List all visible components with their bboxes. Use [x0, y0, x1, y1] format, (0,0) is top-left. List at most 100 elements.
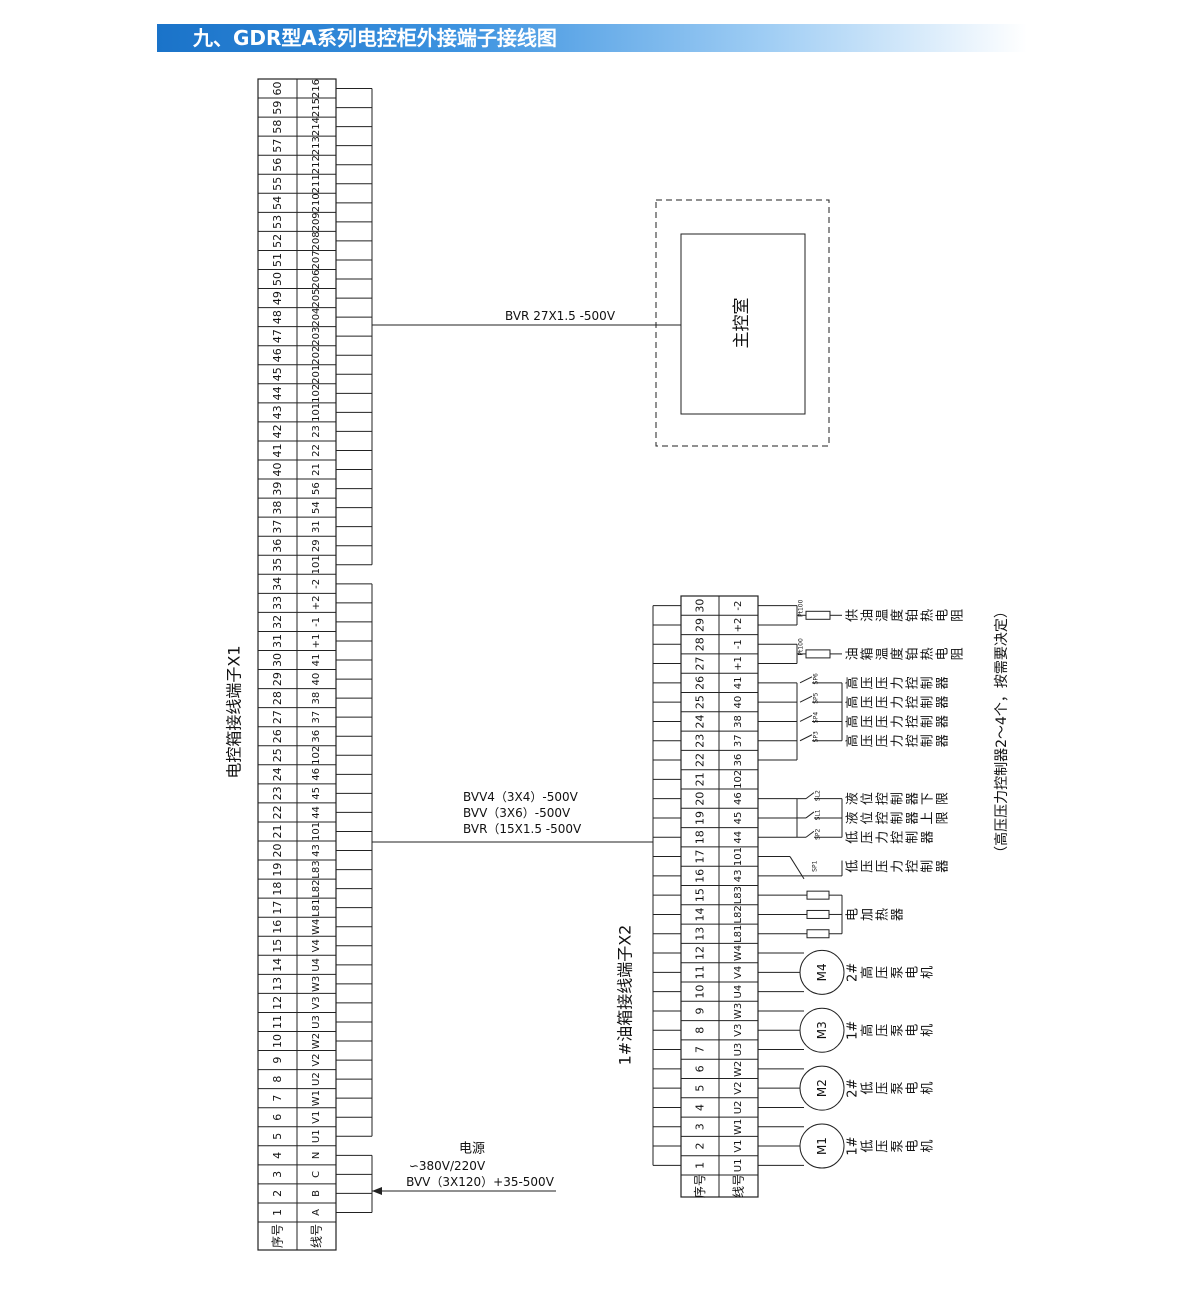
sp4-description: 控: [906, 715, 921, 728]
motor-description: 2#: [846, 963, 861, 982]
sp6-description: 压: [861, 676, 876, 689]
x1-wire-label: W3: [311, 976, 322, 992]
pt100-tag: Pt100: [798, 599, 805, 617]
x1-seq-label: 39: [271, 482, 284, 496]
sl1-description: 器: [906, 811, 921, 824]
x1-wire-label: 215: [311, 98, 322, 117]
pt100-tank-description: 阻: [951, 647, 966, 660]
x2-wire-label: U3: [733, 1043, 744, 1057]
main-control-dashed-frame: [655, 199, 830, 447]
switch-tag: SL2: [815, 790, 822, 801]
sp2-description: 器: [921, 831, 936, 844]
switch-contact: [789, 856, 805, 880]
x2-wire-label: W2: [733, 1061, 744, 1077]
sp1-description: 压: [876, 860, 891, 873]
x2-row-header: 线号: [732, 1174, 746, 1198]
x1-seq-label: 28: [271, 691, 284, 705]
x1-seq-label: 5: [271, 1133, 284, 1140]
x1-seq-label: 51: [271, 253, 284, 267]
x1-wire-label: 37: [311, 711, 322, 724]
x1-seq-label: 30: [271, 653, 284, 667]
x1-seq-label: 26: [271, 729, 284, 743]
x1-wire-label: 101: [311, 403, 322, 422]
x1-wire-label: U2: [311, 1072, 322, 1086]
x1-seq-label: 38: [271, 501, 284, 515]
x2-title: 1#油箱接线端子X2: [616, 925, 635, 1066]
pt100-tank-description: 铂: [905, 647, 921, 660]
x1-seq-label: 52: [271, 234, 284, 248]
sp5-description: 器: [936, 696, 951, 709]
x1-seq-label: 6: [271, 1114, 284, 1121]
x1-seq-label: 37: [271, 520, 284, 534]
heater-description: 热: [876, 908, 891, 921]
sp2-description: 制: [906, 831, 921, 844]
power-voltage: ∽380V/220V: [409, 1159, 486, 1173]
sp1-description: 控: [906, 860, 921, 873]
x2-wire-label: 41: [733, 676, 744, 689]
x1-wire-label: 101: [311, 555, 322, 574]
x1-seq-label: 23: [271, 786, 284, 800]
x2-seq-label: 30: [694, 599, 707, 613]
pt100-tank-description: 电: [936, 647, 951, 660]
motor-symbol: [799, 1065, 845, 1111]
x1-wire-label: 23: [311, 425, 322, 438]
motor-description: 低: [861, 1140, 876, 1153]
switch-contact: [805, 792, 815, 800]
x1-title: 电控箱接线端子X1: [225, 645, 244, 778]
x2-wire-label: 44: [733, 831, 744, 844]
sl2-description: 限: [936, 792, 951, 805]
x2-seq-label: 7: [694, 1046, 707, 1053]
motor-description: 1#: [846, 1136, 861, 1155]
x2-seq-label: 2: [694, 1143, 707, 1150]
x1-wire-label: 207: [311, 250, 322, 269]
sp3-description: 高: [845, 734, 861, 747]
motor-description: 高: [860, 1024, 876, 1037]
x2-wire-label: 45: [733, 812, 744, 825]
x1-wire-label: 213: [311, 136, 322, 155]
motor-description: 泵: [891, 1024, 906, 1037]
x2-wire-label: -2: [733, 601, 744, 611]
x1-seq-label: 47: [271, 329, 284, 343]
sp6-description: 器: [936, 676, 951, 689]
x2-wire-label: W1: [733, 1119, 744, 1135]
x1-wire-label: 210: [311, 193, 322, 212]
x1-wire-label: 21: [311, 463, 322, 476]
x1-wire-label: W1: [311, 1090, 322, 1106]
pt100-supply-description: 度: [890, 609, 906, 622]
main-control-label: 主控室: [732, 298, 752, 349]
x2-seq-label: 20: [694, 792, 707, 806]
x1-wire-label: 216: [311, 79, 322, 98]
x1-seq-label: 4: [271, 1152, 284, 1159]
pt100-tank-description: 度: [890, 647, 906, 660]
sl1-description: 制: [891, 811, 906, 824]
heater-description: 器: [891, 908, 906, 921]
x2-wire-label: L83: [733, 886, 744, 904]
x1-wire-label: U4: [311, 958, 322, 972]
field-cable-label: BVR（15X1.5 -500V: [463, 822, 582, 836]
x1-wire-label: 101: [311, 822, 322, 841]
motor-label: M4: [815, 963, 829, 981]
x1-seq-label: 18: [271, 882, 284, 896]
note-text: （高压压力控制器2～4个，按需要决定）: [993, 604, 1010, 860]
x2-seq-label: 17: [694, 850, 707, 864]
sp4-description: 压: [861, 715, 876, 728]
sp4-description: 制: [921, 715, 936, 728]
pt100-supply-description: 电: [936, 609, 951, 622]
x1-wire-label: U1: [311, 1129, 322, 1143]
x1-seq-label: 57: [271, 139, 284, 153]
heater-element: [806, 909, 830, 919]
x1-wire-label: 41: [311, 654, 322, 667]
x1-seq-label: 54: [271, 196, 284, 210]
motor-description: 高: [860, 966, 876, 979]
motor-description: 机: [921, 1140, 936, 1153]
section-header-bar: 九、GDR型A系列电控柜外接端子接线图: [157, 24, 1027, 52]
main-control-box: [680, 233, 806, 415]
field-cable-label: BVV4（3X4）-500V: [463, 790, 579, 804]
x1-row-header: 序号: [270, 1224, 285, 1248]
x1-wire-label: N: [311, 1152, 322, 1159]
x1-seq-label: 24: [271, 767, 284, 781]
x1-wire-label: 43: [311, 844, 322, 857]
x2-seq-label: 25: [694, 695, 707, 709]
x2-seq-label: 4: [694, 1104, 707, 1111]
sp4-description: 力: [891, 715, 906, 728]
